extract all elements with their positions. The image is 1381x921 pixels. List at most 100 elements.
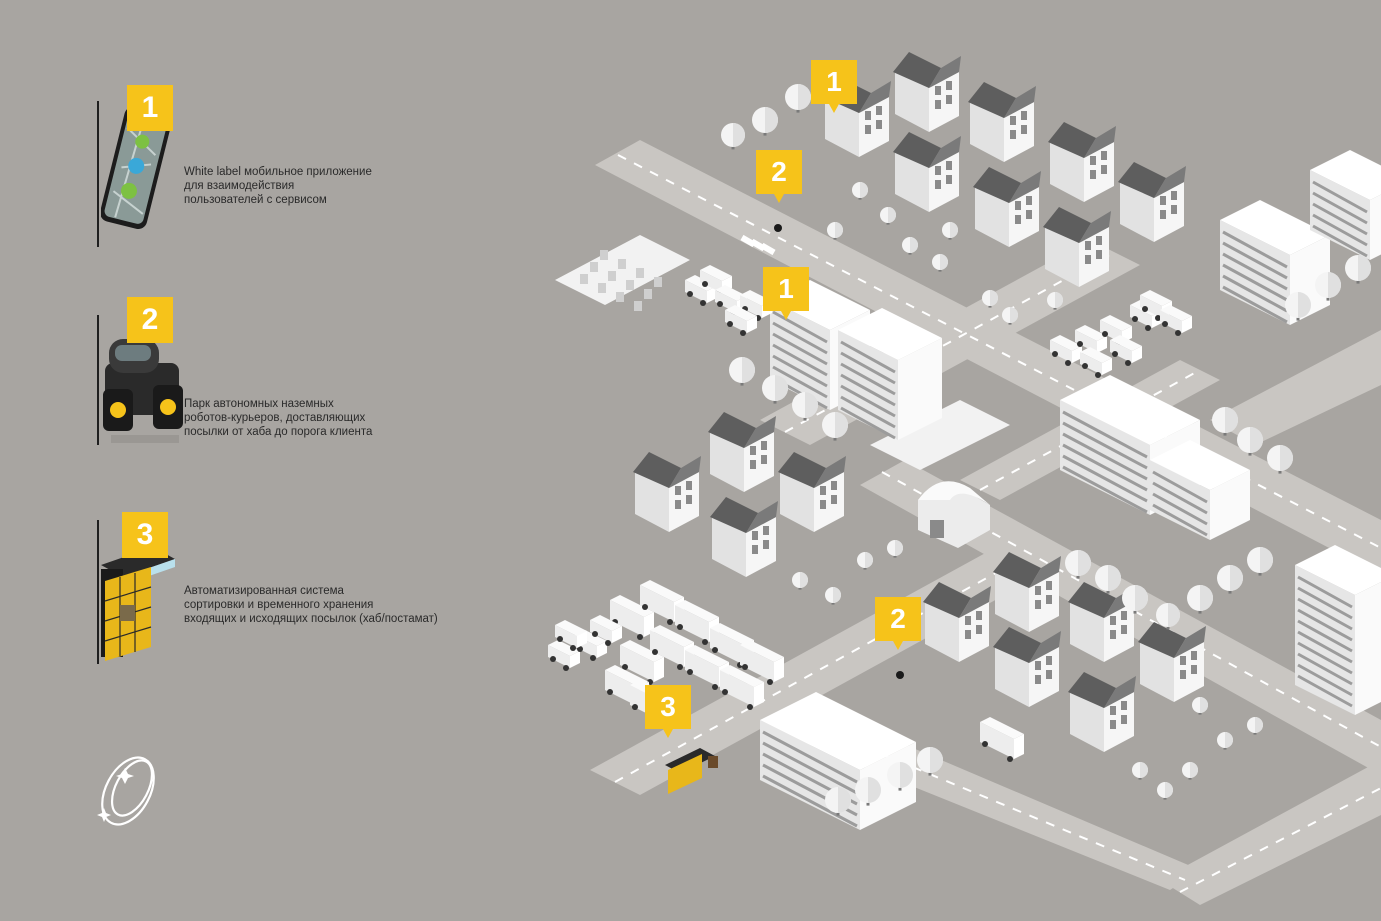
tree [1267, 445, 1293, 474]
tree [762, 375, 788, 404]
car [1075, 325, 1107, 356]
tree [887, 762, 913, 791]
van [740, 640, 784, 685]
brand-logo-icon [97, 756, 155, 826]
house [778, 452, 846, 532]
house [993, 627, 1061, 707]
car [1160, 305, 1192, 336]
tree [1047, 292, 1063, 310]
van [620, 640, 664, 685]
house [923, 582, 991, 662]
rooftop-pad [870, 400, 1010, 470]
house [1118, 162, 1186, 242]
tree [1285, 292, 1311, 321]
tree [1247, 717, 1263, 735]
map-marker-hub: 3 [645, 685, 691, 738]
house [1138, 622, 1206, 702]
office-building [838, 308, 942, 440]
tree [729, 357, 755, 386]
tree [932, 254, 948, 272]
house [1068, 672, 1136, 752]
legend-text-robot: Парк автономных наземных роботов-курьеро… [184, 398, 373, 438]
courier-robot-icon [103, 339, 183, 443]
tree [942, 222, 958, 240]
legend-item-hub: 3 Автоматизированная система сортировки … [97, 512, 457, 664]
legend-text-app: White label мобильное приложение для вза… [184, 166, 372, 206]
tree [825, 587, 841, 605]
tree [1095, 565, 1121, 594]
legend-divider [97, 315, 99, 445]
house [1043, 207, 1111, 287]
van [980, 717, 1024, 762]
car [1080, 347, 1112, 378]
car [590, 615, 622, 646]
tree [822, 412, 848, 441]
legend-badge-2: 2 [127, 297, 173, 343]
smartphone-icon [101, 106, 171, 229]
house [710, 497, 778, 577]
tree [880, 207, 896, 225]
tree [902, 237, 918, 255]
house [973, 167, 1041, 247]
tree [1065, 550, 1091, 579]
courier-robot [896, 671, 904, 679]
car [725, 305, 757, 336]
tree [855, 777, 881, 806]
tree [1345, 255, 1371, 284]
van [720, 665, 764, 710]
tree [982, 290, 998, 308]
rooftop-pad [555, 235, 690, 305]
map-marker-app: 1 [763, 267, 809, 320]
tree [825, 787, 851, 816]
tree [792, 392, 818, 421]
legend-divider [97, 101, 99, 247]
office-building [1310, 150, 1381, 260]
legend-text-hub: Автоматизированная система сортировки и … [184, 585, 438, 625]
tree [1132, 762, 1148, 780]
house [1048, 122, 1116, 202]
tree [1156, 603, 1180, 630]
house [633, 452, 701, 532]
tree [827, 222, 843, 240]
legend-item-app: 1 White label мобильное приложение для в… [97, 85, 397, 247]
map-marker-robot: 2 [875, 597, 921, 650]
tree [852, 182, 868, 200]
car [685, 275, 717, 306]
tree [1122, 585, 1148, 614]
car [555, 620, 587, 651]
car [1050, 335, 1082, 366]
map-marker-robot: 2 [756, 150, 802, 203]
tree [857, 552, 873, 570]
office-building [1295, 545, 1381, 715]
tree [887, 540, 903, 558]
tree [785, 84, 811, 113]
tree [917, 747, 943, 776]
tree [792, 572, 808, 590]
courier-robot [774, 224, 782, 232]
map-marker-app: 1 [811, 60, 857, 113]
house [893, 52, 961, 132]
crosswalk [740, 234, 776, 256]
tree [1212, 407, 1238, 436]
tree [1247, 547, 1273, 576]
tree [1192, 697, 1208, 715]
tree [1187, 585, 1213, 614]
car [548, 640, 580, 671]
tree [1182, 762, 1198, 780]
office-building [1150, 440, 1250, 540]
hub-locker [665, 748, 718, 794]
tree [1002, 307, 1018, 325]
legend-badge-3: 3 [122, 512, 168, 558]
tree [1315, 272, 1341, 301]
legend-divider [97, 520, 99, 664]
tree [1237, 427, 1263, 456]
house [893, 132, 961, 212]
tree [1157, 782, 1173, 800]
legend-badge-1: 1 [127, 85, 173, 131]
house [993, 552, 1061, 632]
city-map [548, 52, 1381, 905]
tree [1217, 565, 1243, 594]
tree [752, 107, 778, 136]
house [708, 412, 776, 492]
legend-item-robot: 2 Парк автономных наземных роботов-курье… [97, 297, 397, 447]
